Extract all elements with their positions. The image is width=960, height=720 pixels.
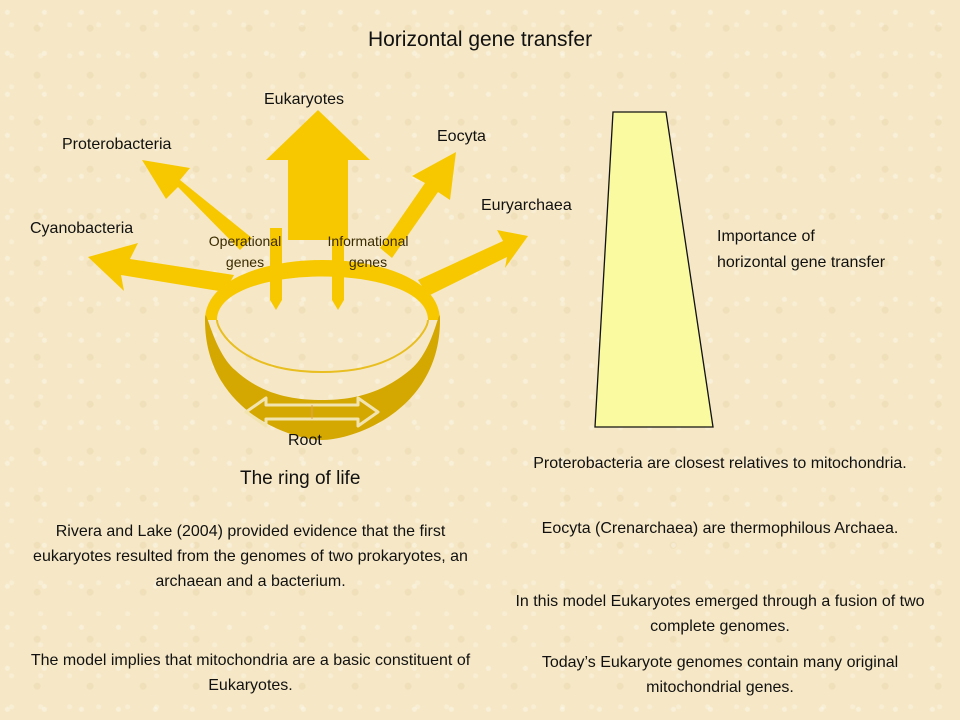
label-cyanobacteria: Cyanobacteria: [30, 220, 134, 237]
ring-front: [205, 315, 440, 440]
arrow-eukaryotes: [266, 110, 370, 240]
label-euryarchaea: Euryarchaea: [481, 197, 572, 214]
label-operational-genes: Operational genes: [208, 233, 282, 270]
model-implication-paragraph: The model implies that mitochondria are …: [30, 652, 471, 694]
arrow-eocyta: [380, 152, 456, 258]
importance-label: Importance of horizontal gene transfer: [717, 228, 886, 271]
label-eukaryotes: Eukaryotes: [264, 91, 345, 108]
label-eocyta: Eocyta: [437, 128, 486, 145]
fusion-note: In this model Eukaryotes emerged through…: [515, 593, 925, 635]
slide-title: Horizontal gene transfer: [367, 28, 593, 51]
label-informational-genes: Informational genes: [327, 233, 409, 270]
importance-wedge: [594, 111, 714, 428]
arrow-operational-genes: [270, 228, 282, 310]
root-double-arrow: [244, 396, 380, 428]
mitochondrial-genes-note: Today’s Eukaryote genomes contain many o…: [541, 654, 899, 696]
arrow-cyanobacteria: [88, 243, 234, 292]
rivera-lake-paragraph: Rivera and Lake (2004) provided evidence…: [33, 523, 468, 590]
proterobacteria-note: Proterobacteria are closest relatives to…: [533, 455, 907, 472]
eocyta-note: Eocyta (Crenarchaea) are thermophilous A…: [541, 520, 899, 537]
ring-back: [205, 260, 440, 320]
label-proterobacteria: Proterobacteria: [62, 136, 172, 153]
ring-caption: The ring of life: [240, 468, 361, 489]
label-root: Root: [288, 432, 322, 449]
arrow-euryarchaea: [418, 230, 528, 296]
arrow-proterobacteria: [142, 160, 252, 250]
arrow-informational-genes: [332, 228, 344, 310]
